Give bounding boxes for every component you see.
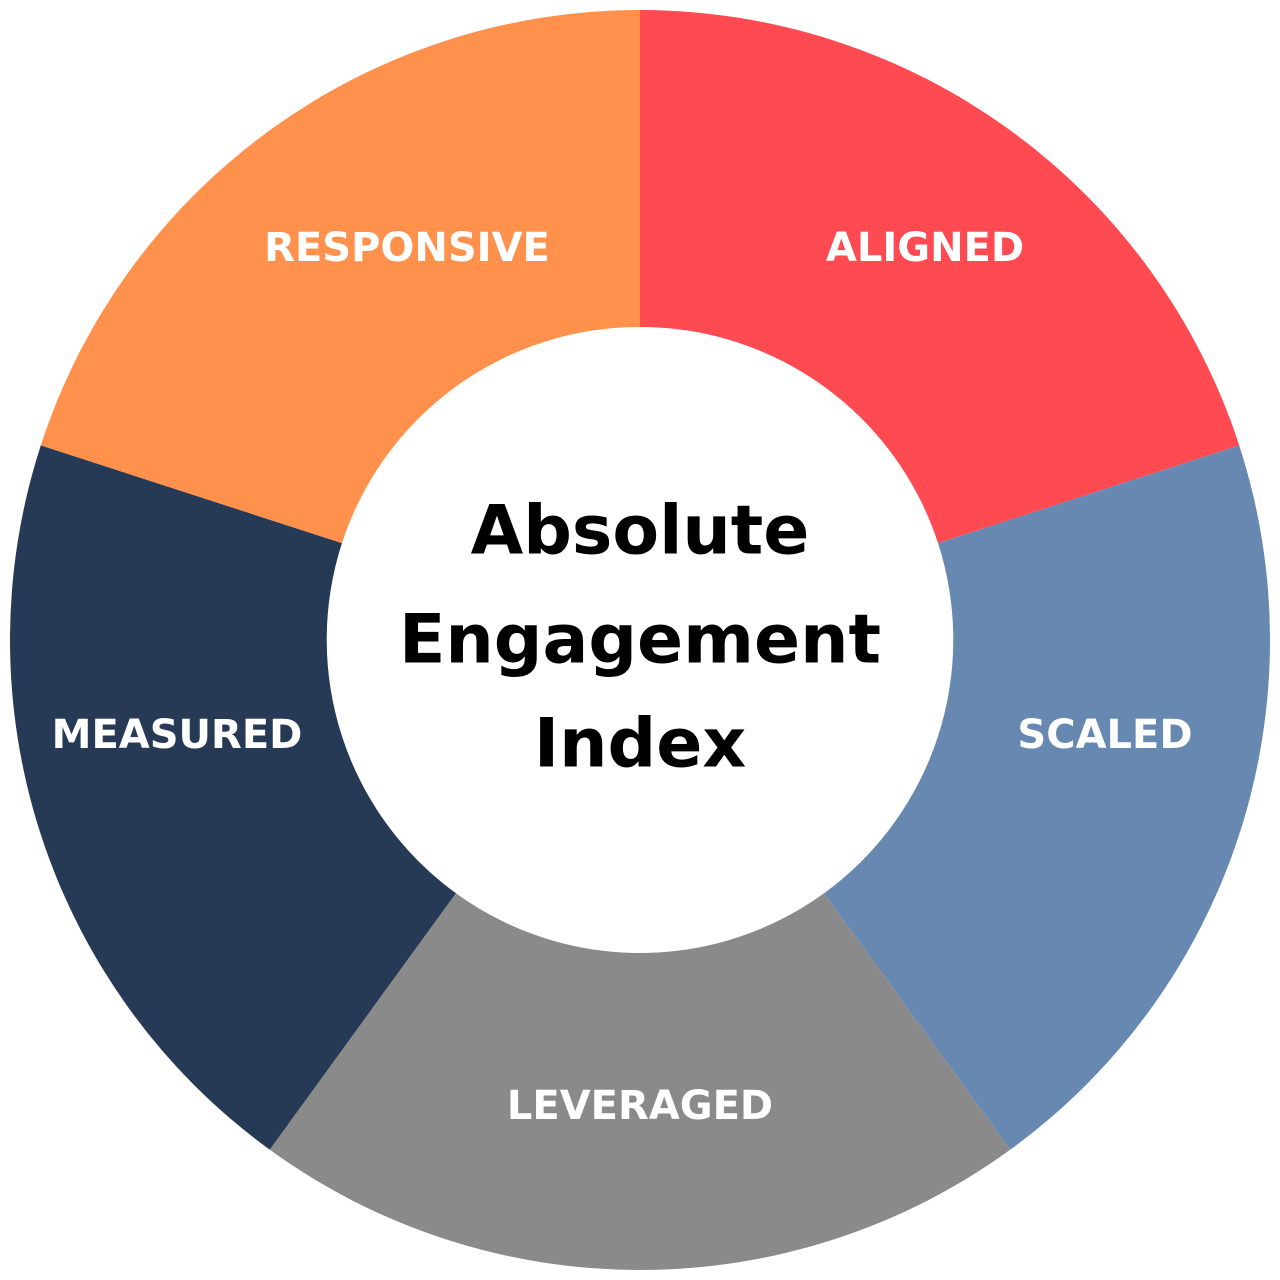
label-leveraged: LEVERAGED: [507, 1083, 773, 1129]
label-scaled: SCALED: [1017, 712, 1192, 758]
segment-aligned: [640, 10, 1240, 544]
label-responsive: RESPONSIVE: [264, 225, 550, 271]
segment-measured: [9, 445, 457, 1150]
label-aligned: ALIGNED: [826, 225, 1024, 271]
segment-labels: ALIGNED SCALED LEVERAGED MEASURED RESPON…: [52, 225, 1193, 1129]
segment-scaled: [823, 445, 1271, 1150]
label-measured: MEASURED: [52, 712, 303, 758]
ring-segments: [9, 10, 1271, 1270]
center-circle: [327, 327, 953, 953]
segment-responsive: [40, 10, 640, 544]
center-title-line-1: Absolute: [471, 492, 810, 571]
segment-leveraged: [269, 893, 1011, 1270]
center-title-line-3: Index: [534, 705, 746, 784]
center-title-line-2: Engagement: [399, 601, 881, 680]
center-title: Absolute Engagement Index: [399, 492, 881, 784]
